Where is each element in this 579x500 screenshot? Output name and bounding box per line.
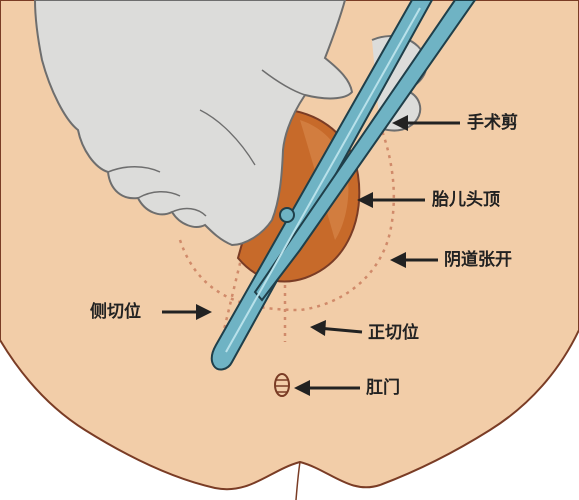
lateral-cut-dots — [220, 254, 244, 339]
anus-symbol — [274, 373, 290, 397]
label-lateral-cut: 侧切位 — [90, 302, 141, 322]
label-vagina-open: 阴道张开 — [444, 250, 512, 270]
finger-crease-2 — [137, 191, 181, 199]
scissors-pivot — [279, 207, 295, 223]
arrow-scissors — [392, 115, 460, 131]
palm-crease — [199, 109, 256, 166]
scissors — [210, 0, 477, 371]
label-fetal-head: 胎儿头顶 — [432, 190, 500, 210]
vaginal-opening-dots — [178, 124, 396, 312]
arrow-fetal-head — [357, 192, 425, 208]
arrow-lateral-cut — [162, 304, 212, 320]
finger-crease-3 — [171, 207, 207, 217]
arrow-midline-cut — [310, 320, 363, 336]
label-midline-cut: 正切位 — [368, 323, 419, 343]
label-anus: 肛门 — [366, 378, 400, 398]
buttock-line — [295, 461, 301, 500]
gloved-hand — [33, 0, 354, 247]
arrow-vagina-open — [390, 252, 438, 268]
scissors-highlight — [225, 7, 421, 353]
label-scissors: 手术剪 — [467, 113, 518, 133]
thumb-line — [261, 69, 306, 96]
arrow-anus — [294, 380, 360, 396]
finger-crease-1 — [107, 166, 161, 173]
